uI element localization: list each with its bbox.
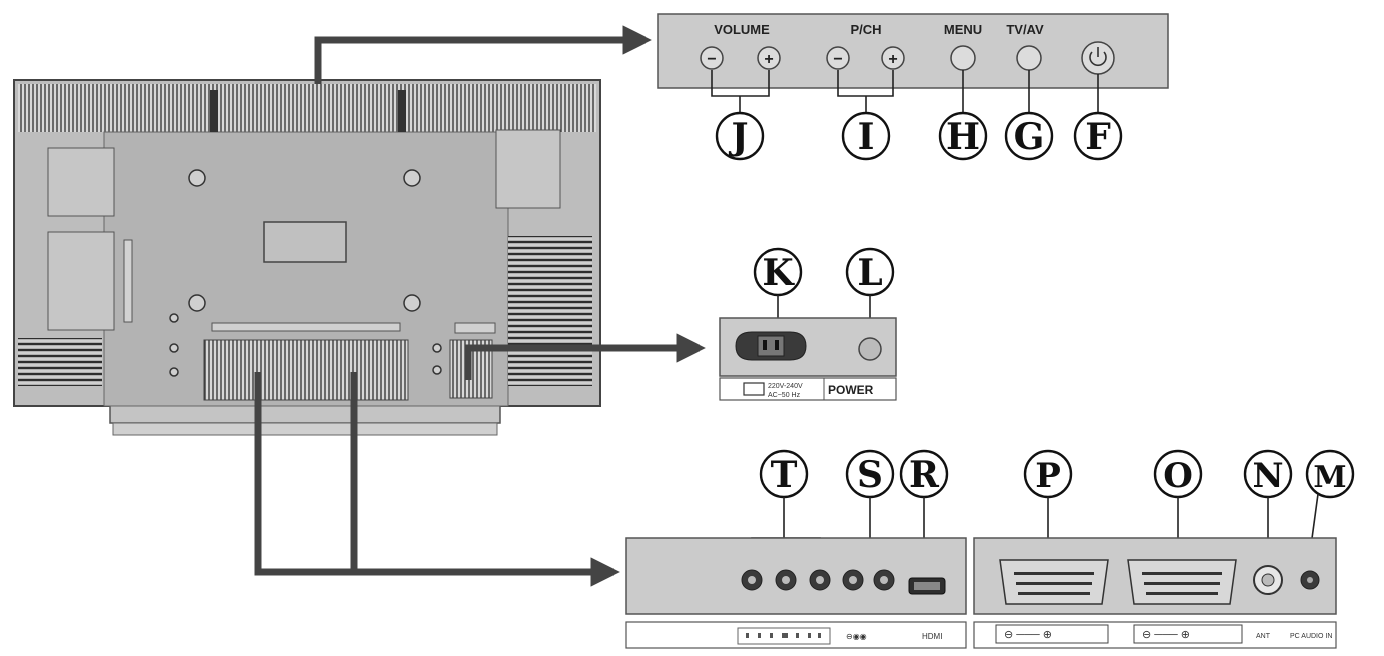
tvav-label: TV/AV: [1006, 22, 1044, 37]
channel-up-button[interactable]: [881, 46, 905, 70]
left-vent: [18, 338, 102, 386]
av-panel-left: [625, 537, 967, 615]
rear-connector-area: [203, 339, 409, 401]
main-power-switch[interactable]: [858, 337, 882, 361]
minus-icon: −: [707, 51, 716, 68]
callout-arrows: [254, 25, 706, 587]
callout-k: K: [762, 252, 795, 294]
scart-pins: [1014, 572, 1222, 595]
top-vent-grille: [18, 84, 596, 132]
power-icon: [1089, 47, 1107, 67]
tv-back: [13, 79, 601, 436]
voltage-rating: 220V-240V: [768, 383, 803, 390]
connector-panel: T S R P O N M: [625, 449, 1355, 649]
ant-label: ANT: [1256, 633, 1271, 640]
menu-label: MENU: [944, 22, 982, 37]
volume-up-button[interactable]: [757, 46, 781, 70]
minus-icon: −: [833, 51, 842, 68]
callout-s: S: [857, 454, 883, 496]
callout-p: P: [1035, 456, 1061, 496]
plus-icon: +: [888, 51, 897, 68]
arrow-to-power-panel: [464, 333, 706, 380]
hdmi-label: HDMI: [922, 632, 942, 641]
menu-button[interactable]: [950, 45, 976, 71]
pch-label: P/CH: [850, 22, 881, 37]
frequency-rating: AC~50 Hz: [768, 392, 801, 399]
volume-label: VOLUME: [714, 22, 770, 37]
right-vent: [508, 236, 592, 386]
scart-1-in-out-icon: ⊖ ─── ⊕: [1004, 629, 1052, 641]
scart-2-in-out-icon: ⊖ ─── ⊕: [1142, 629, 1190, 641]
volume-down-button[interactable]: [700, 46, 724, 70]
callout-i: I: [858, 116, 875, 158]
callout-r: R: [909, 454, 940, 496]
audio-out-symbol: ⊖◉◉: [846, 632, 867, 641]
callout-h: H: [946, 116, 980, 158]
tvav-button[interactable]: [1016, 45, 1042, 71]
arrow-to-connector-panel: [254, 372, 620, 587]
callout-j: J: [728, 116, 748, 158]
mount-screws: [169, 169, 442, 377]
plus-icon: +: [764, 51, 773, 68]
callout-t: T: [771, 454, 798, 496]
socket-icon: [743, 382, 765, 396]
control-panel: VOLUME P/CH MENU TV/AV − + − +: [657, 13, 1169, 161]
channel-down-button[interactable]: [826, 46, 850, 70]
callout-l: L: [857, 252, 882, 294]
power-label: POWER: [828, 383, 874, 397]
pc-audio-label: PC AUDIO IN: [1290, 633, 1332, 640]
callout-f: F: [1085, 116, 1111, 158]
callout-o: O: [1163, 456, 1193, 496]
label-strip-right: [973, 621, 1337, 649]
callout-m: M: [1313, 460, 1346, 495]
callout-n: N: [1252, 456, 1283, 496]
arrow-to-control-panel: [314, 25, 652, 84]
power-panel: K L 220V-240V AC~50 Hz POWER: [719, 247, 897, 401]
power-button[interactable]: [1081, 41, 1115, 75]
callout-g: G: [1014, 116, 1045, 158]
